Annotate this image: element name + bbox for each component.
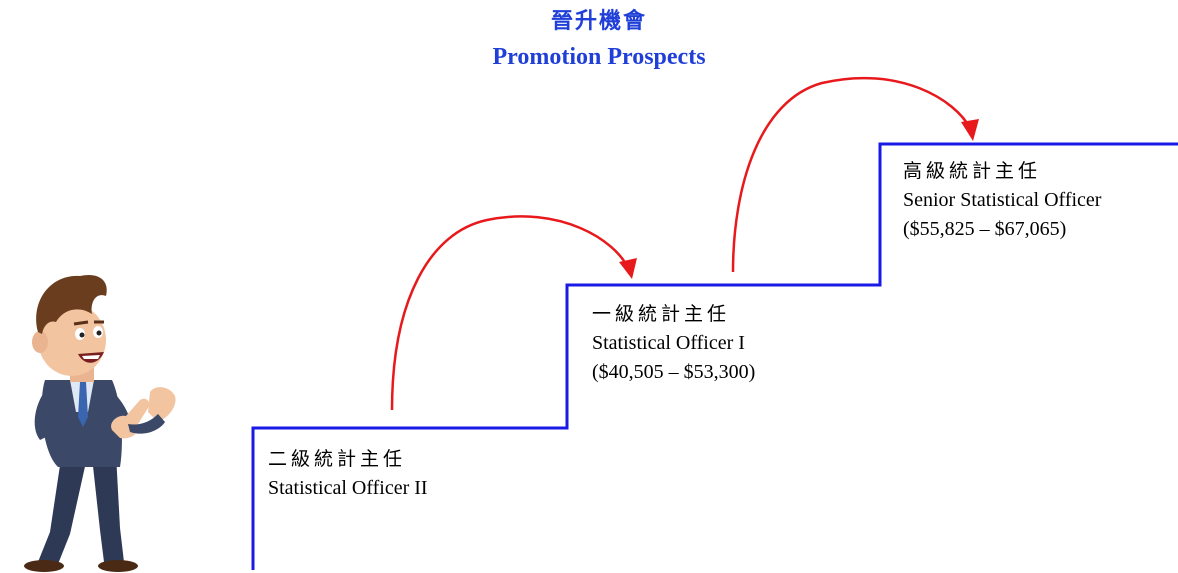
step-label-chinese: 高級統計主任	[903, 160, 1042, 182]
promotion-arrow-2-head	[961, 119, 979, 141]
promotion-arrow-1	[390, 215, 630, 411]
step-label-chinese: 二級統計主任	[268, 448, 407, 470]
step-label-english: Statistical Officer I	[592, 332, 745, 354]
step-statistical-officer-i: 一級統計主任 Statistical Officer I ($40,505 – …	[592, 300, 755, 387]
step-statistical-officer-ii: 二級統計主任 Statistical Officer II	[268, 445, 428, 503]
step-salary-range: ($40,505 – $53,300)	[592, 361, 756, 383]
staircase-line	[251, 142, 1178, 570]
step-label-english: Statistical Officer II	[268, 477, 428, 499]
step-label-english: Senior Statistical Officer	[903, 189, 1102, 211]
promotion-arrow-1-head	[619, 258, 637, 279]
step-senior-statistical-officer: 高級統計主任 Senior Statistical Officer ($55,8…	[903, 157, 1101, 244]
title-english: Promotion Prospects	[492, 44, 706, 70]
businessman-illustration	[24, 274, 176, 572]
promotion-arrow-2	[731, 76, 972, 273]
title-chinese: 晉升機會	[550, 8, 647, 33]
step-label-chinese: 一級統計主任	[592, 303, 731, 325]
step-salary-range: ($55,825 – $67,065)	[903, 218, 1067, 240]
